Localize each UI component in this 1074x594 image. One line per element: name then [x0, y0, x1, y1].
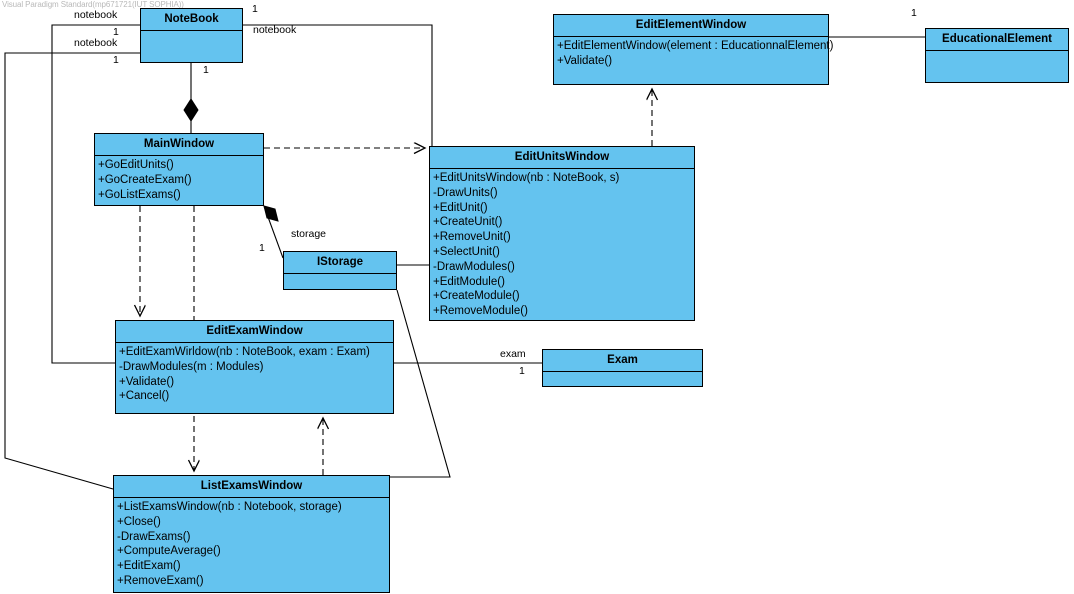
class-member: +CreateUnit() — [433, 216, 503, 229]
class-member: +EditExamWirldow(nb : NoteBook, exam : E… — [119, 346, 370, 358]
class-member: +EditUnit() — [433, 201, 488, 214]
edge-label-multiplicity-exam: 1 — [519, 365, 525, 377]
edge-label-notebook-top-left: notebook — [74, 9, 118, 21]
class-member: +RemoveExam() — [117, 574, 204, 587]
class-box-educationalelement[interactable]: EducationalElement — [925, 28, 1069, 83]
class-member: +GoCreateExam() — [98, 173, 192, 186]
edge-label-multiplicity-top-left: 1 — [113, 26, 119, 38]
class-box-notebook[interactable]: NoteBook — [140, 8, 243, 63]
assoc-notebook-listexamswindow — [4, 52, 140, 490]
class-box-editelementwindow[interactable]: EditElementWindow +EditElementWindow(ele… — [553, 14, 834, 85]
class-member: +EditElementWindow(element : Educationna… — [557, 40, 834, 52]
class-member: +Close() — [117, 515, 161, 528]
class-members: +GoEditUnits() +GoCreateExam() +GoListEx… — [95, 156, 263, 205]
edge-label-notebook-mid-left: notebook — [74, 37, 118, 49]
watermark-text: Visual Paradigm Standard(mp671721(IUT SO… — [2, 0, 184, 9]
class-title: EducationalElement — [926, 29, 1068, 51]
class-box-exam[interactable]: Exam — [542, 349, 703, 387]
class-title: ListExamsWindow — [114, 476, 389, 498]
class-member: +Cancel() — [119, 390, 170, 403]
class-title: Exam — [543, 350, 702, 372]
class-box-istorage[interactable]: IStorage — [283, 251, 397, 290]
edge-label-notebook-right: notebook — [253, 24, 297, 36]
class-member: +Validate() — [119, 375, 175, 388]
composition-notebook-mainwindow — [183, 63, 199, 133]
edge-label-multiplicity-storage: 1 — [259, 242, 265, 254]
class-box-mainwindow[interactable]: MainWindow +GoEditUnits() +GoCreateExam(… — [94, 133, 264, 206]
edge-label-multiplicity-educationalelement: 1 — [911, 7, 917, 19]
class-box-editexamwindow[interactable]: EditExamWindow +EditExamWirldow(nb : Not… — [115, 320, 394, 414]
class-member: +EditUnitsWindow(nb : NoteBook, s) — [433, 172, 620, 184]
class-member: +EditModule() — [433, 275, 505, 288]
edge-label-multiplicity-mid-left: 1 — [113, 54, 119, 66]
class-title: IStorage — [284, 252, 396, 274]
assoc-notebook-editunitswindow — [243, 24, 433, 148]
edge-label-storage: storage — [291, 228, 327, 240]
class-member: +RemoveModule() — [433, 305, 528, 318]
class-member: +SelectUnit() — [433, 245, 500, 258]
class-member: -DrawUnits() — [433, 186, 498, 199]
class-member: -DrawModules() — [433, 260, 515, 273]
class-member: +EditExam() — [117, 560, 181, 573]
class-title: MainWindow — [95, 134, 263, 156]
composition-mainwindow-istorage — [263, 205, 284, 259]
class-box-listexamswindow[interactable]: ListExamsWindow +ListExamsWindow(nb : No… — [113, 475, 390, 593]
class-members: +ListExamsWindow(nb : Notebook, storage)… — [114, 498, 389, 592]
class-member: +ListExamsWindow(nb : Notebook, storage) — [117, 501, 342, 513]
class-box-editunitswindow[interactable]: EditUnitsWindow +EditUnitsWindow(nb : No… — [429, 146, 695, 321]
class-member: -DrawExams() — [117, 530, 191, 543]
class-member: +GoListExams() — [98, 188, 181, 201]
class-members: +EditExamWirldow(nb : NoteBook, exam : E… — [116, 343, 393, 407]
class-member: -DrawModules(m : Modules) — [119, 360, 264, 373]
edge-label-multiplicity-notebook-right: 1 — [252, 3, 258, 15]
class-member: +CreateModule() — [433, 290, 520, 303]
class-title: EditUnitsWindow — [430, 147, 694, 169]
class-title: NoteBook — [141, 9, 242, 31]
class-member: +GoEditUnits() — [98, 159, 174, 171]
class-members: +EditElementWindow(element : Educationna… — [554, 37, 834, 72]
class-title: EditElementWindow — [554, 15, 828, 37]
class-member: +RemoveUnit() — [433, 231, 511, 244]
class-member: +ComputeAverage() — [117, 545, 221, 558]
edge-label-exam: exam — [500, 348, 526, 360]
class-title: EditExamWindow — [116, 321, 393, 343]
class-member: +Validate() — [557, 54, 613, 67]
edge-label-multiplicity-notebook-bottom: 1 — [203, 64, 209, 76]
class-members: +EditUnitsWindow(nb : NoteBook, s) -Draw… — [430, 169, 694, 322]
